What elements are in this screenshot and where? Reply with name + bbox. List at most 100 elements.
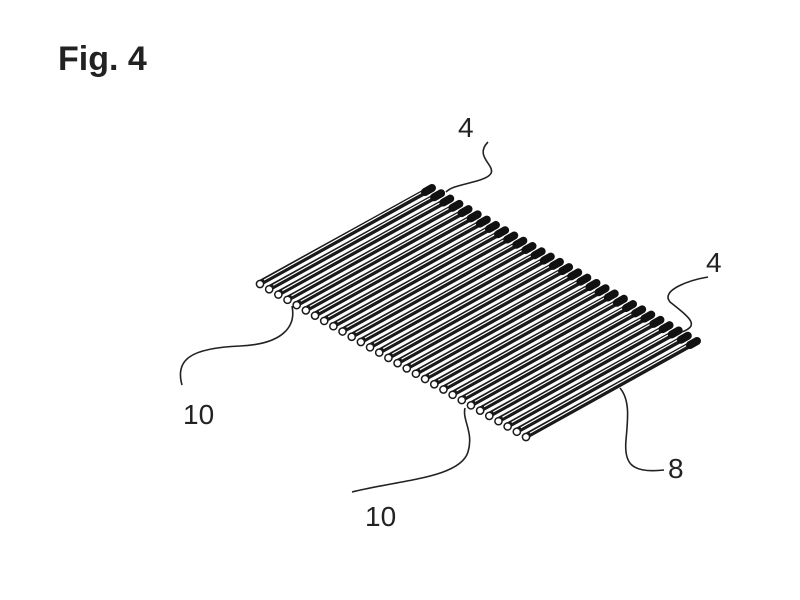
rod-highlight — [419, 279, 582, 371]
rod — [475, 310, 656, 415]
label-10-left: 10 — [183, 399, 214, 430]
rod — [512, 331, 692, 437]
rod — [329, 226, 510, 331]
rod-body — [467, 306, 646, 408]
rod-front-end — [273, 290, 283, 299]
rod-highlight — [263, 189, 427, 281]
rod-body — [339, 232, 518, 334]
label-10-middle: 10 — [365, 501, 396, 532]
rod — [310, 215, 491, 321]
rod-body — [486, 316, 664, 418]
rod-highlight — [428, 284, 591, 376]
rod-back-cap — [539, 252, 555, 265]
rod-highlight — [520, 337, 683, 429]
leader-line-4-top — [445, 141, 493, 193]
rod-highlight — [327, 226, 491, 318]
rod-back-cap — [585, 278, 601, 291]
rod-body — [523, 338, 700, 439]
rod — [264, 189, 446, 294]
rod-front-end — [329, 321, 338, 331]
label-4-right: 4 — [706, 247, 722, 278]
rod-front-end — [347, 332, 357, 342]
rod-back-cap — [484, 220, 500, 233]
rod-back-cap — [457, 205, 473, 218]
rod-back-cap — [530, 247, 546, 260]
rod — [429, 284, 610, 389]
rod-body — [504, 327, 682, 429]
rod-back-cap — [558, 263, 574, 276]
rod-back-cap — [594, 284, 610, 297]
rod-back-cap — [466, 210, 482, 223]
rod — [448, 294, 628, 400]
rod-highlight — [447, 294, 610, 387]
rod-highlight — [493, 321, 655, 413]
rod-body — [403, 269, 582, 371]
rod-back-cap — [494, 226, 510, 239]
rod-array — [255, 184, 701, 442]
rod-front-end — [338, 327, 347, 336]
rod-body — [302, 211, 481, 313]
rod — [393, 263, 574, 368]
rod-body — [284, 200, 463, 302]
rod — [374, 252, 555, 357]
rod-body — [449, 295, 627, 397]
rod-back-cap — [521, 242, 537, 255]
rod-front-end — [420, 374, 430, 384]
rod-back-cap — [421, 184, 436, 196]
rod-highlight — [272, 194, 436, 286]
rod — [356, 242, 537, 347]
rod-highlight — [502, 326, 664, 418]
rod-front-end — [402, 364, 412, 373]
leader-line-4-right — [667, 276, 709, 333]
rod-front-end — [301, 306, 311, 315]
rod-highlight — [474, 310, 637, 402]
label-4-top: 4 — [458, 112, 474, 143]
rod — [365, 247, 546, 352]
rod-highlight — [410, 273, 573, 365]
rod-body — [257, 185, 435, 286]
rod — [466, 305, 647, 410]
rod-highlight — [401, 268, 564, 360]
rod-highlight — [355, 242, 518, 334]
rod — [402, 268, 583, 373]
rod — [484, 315, 665, 421]
rod-back-cap — [430, 189, 446, 202]
rod — [384, 257, 564, 363]
rod-body — [458, 301, 637, 403]
rod-back-cap — [622, 300, 638, 313]
rod-highlight — [364, 247, 527, 339]
rod — [338, 231, 519, 336]
rod-front-end — [503, 422, 513, 431]
rod-body — [431, 285, 609, 387]
rod-front-end — [494, 416, 503, 426]
rod-front-end — [448, 390, 457, 400]
rod-body — [394, 264, 573, 366]
rod-back-cap — [667, 326, 683, 339]
rod-highlight — [529, 342, 692, 434]
rod-highlight — [437, 289, 600, 381]
rod-front-end — [429, 379, 439, 389]
rod-body — [348, 237, 527, 339]
rod — [494, 321, 674, 426]
rod-back-cap — [686, 337, 701, 349]
figure-title: Fig. 4 — [58, 40, 147, 78]
rod-highlight — [309, 215, 472, 307]
rod — [439, 289, 619, 394]
rod-highlight — [373, 252, 536, 344]
rod-front-end — [384, 353, 393, 363]
rod — [292, 205, 473, 310]
rod-back-cap — [548, 257, 564, 270]
rod-front-end — [255, 279, 265, 289]
rod-highlight — [382, 258, 546, 350]
rod-back-cap — [649, 315, 665, 328]
rod-body — [275, 195, 454, 297]
rod-highlight — [337, 231, 500, 323]
rod-body — [513, 332, 691, 434]
rod-body — [266, 190, 445, 292]
rod-highlight — [282, 200, 445, 292]
leader-line-10-left — [179, 305, 294, 386]
rod-highlight — [392, 263, 555, 355]
rod-back-cap — [439, 194, 455, 207]
rod-highlight — [318, 221, 482, 313]
rod-highlight — [483, 316, 646, 408]
